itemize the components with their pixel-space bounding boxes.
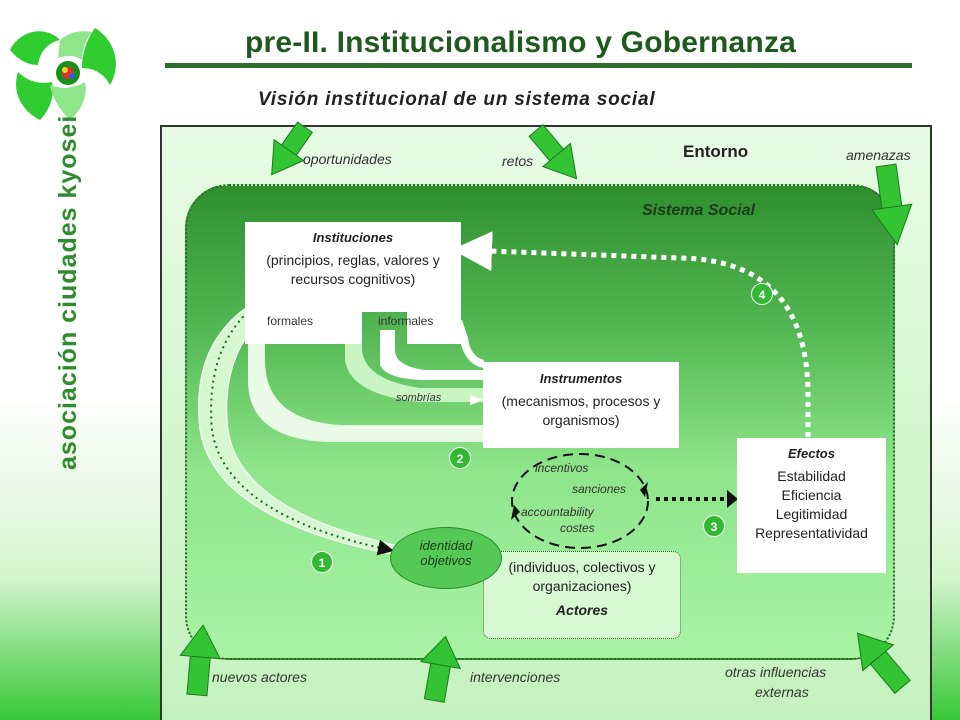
costes-label: costes: [560, 521, 595, 535]
identidad-label: identidad: [419, 538, 473, 553]
sanciones-label: sanciones: [572, 482, 627, 496]
efectos-item: Estabilidad: [777, 468, 846, 484]
instrumentos-box: Instrumentos (mecanismos, procesos y org…: [483, 362, 679, 448]
external-arrows: [179, 121, 913, 703]
actores-title: Actores: [555, 602, 609, 618]
efectos-item: Legitimidad: [775, 506, 848, 522]
page-title: pre-II. Institucionalismo y Gobernanza: [245, 26, 797, 59]
instituciones-desc-2: recursos cognitivos): [290, 271, 416, 287]
feedback-arrow: [452, 231, 811, 437]
actores-desc-1: (individuos, colectivos y: [508, 559, 656, 575]
sistema-social-label: Sistema Social: [642, 202, 755, 219]
kyosei-logo: [10, 28, 116, 120]
flow-top: [455, 320, 484, 368]
cycle-ellipse: [511, 453, 649, 549]
amenazas-label: amenazas: [846, 147, 911, 163]
externas-label: externas: [755, 684, 809, 700]
flow-formales: [248, 300, 484, 442]
entorno-label: Entorno: [683, 142, 749, 161]
flow-informales: [345, 312, 484, 402]
intervenciones-label: intervenciones: [470, 669, 561, 685]
instituciones-box: Instituciones (principios, reglas, valor…: [245, 222, 461, 312]
flow-sombrias: [380, 330, 484, 380]
step-badge-2: 2: [449, 447, 471, 469]
retos-label: retos: [502, 153, 534, 169]
efectos-box: Efectos Estabilidad Eficiencia Legitimid…: [737, 438, 886, 573]
page-subtitle: Visión institucional de un sistema socia…: [258, 89, 656, 110]
instrumentos-title: Instrumentos: [539, 371, 623, 386]
informales-label: informales: [378, 314, 434, 328]
instituciones-title: Instituciones: [312, 230, 394, 245]
oportunidades-label: oportunidades: [303, 151, 392, 167]
title-divider: [165, 63, 912, 68]
accountability-label: accountability: [521, 505, 594, 519]
objetivos-label: objetivos: [420, 553, 472, 568]
efectos-item: Representatividad: [755, 525, 868, 541]
instrumentos-desc-1: (mecanismos, procesos y: [501, 393, 661, 409]
otras-influencias-label: otras influencias: [725, 664, 827, 680]
efectos-item: Eficiencia: [781, 487, 842, 503]
instituciones-lower: [245, 312, 461, 344]
step-badge-4: 4: [751, 283, 773, 305]
nuevos-actores-label: nuevos actores: [212, 669, 307, 685]
instrumentos-desc-2: organismos): [542, 412, 620, 428]
actores-desc-2: organizaciones): [532, 578, 632, 594]
efectos-title: Efectos: [788, 446, 835, 461]
incentivos-label: incentivos: [535, 461, 589, 475]
instituciones-desc-1: (principios, reglas, valores y: [266, 252, 440, 268]
sombrias-label: sombrías: [396, 392, 442, 404]
formales-label: formales: [267, 314, 314, 328]
identidad-ellipse: identidad objetivos: [390, 527, 502, 589]
actores-box: (individuos, colectivos y organizaciones…: [483, 551, 681, 639]
step-badge-3: 3: [703, 515, 725, 537]
step-badge-1: 1: [311, 551, 333, 573]
